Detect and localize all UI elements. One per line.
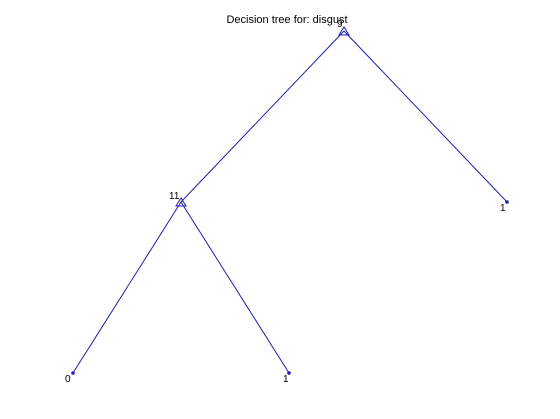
- edge-split-left-to-leaf-left: [72, 201, 182, 374]
- split-left-node: 11: [169, 191, 187, 207]
- leaf-right-node: 1: [500, 200, 509, 214]
- root-node-label: 9: [337, 19, 343, 30]
- leaf-left-right-node-label: 1: [283, 374, 289, 385]
- leaf-dot-icon: [505, 200, 509, 204]
- split-triangle-icon: [175, 197, 187, 207]
- edge-split-left-to-leaf-right: [180, 201, 290, 374]
- split-left-node-label: 11: [169, 191, 180, 202]
- diagram-title: Decision tree for: disgust: [226, 14, 347, 26]
- leaf-left-left-node: 0: [65, 371, 75, 385]
- split-triangle-icon: [338, 26, 350, 36]
- edge-root-to-leaf-right: [343, 30, 508, 203]
- leaf-dot-icon: [71, 371, 75, 375]
- leaf-dot-icon: [287, 371, 291, 375]
- leaf-left-right-node: 1: [283, 371, 291, 385]
- root-node: 9: [337, 19, 350, 36]
- edge-root-to-split-left: [180, 30, 345, 203]
- leaf-right-node-label: 1: [500, 203, 506, 214]
- leaf-left-left-node-label: 0: [65, 374, 71, 385]
